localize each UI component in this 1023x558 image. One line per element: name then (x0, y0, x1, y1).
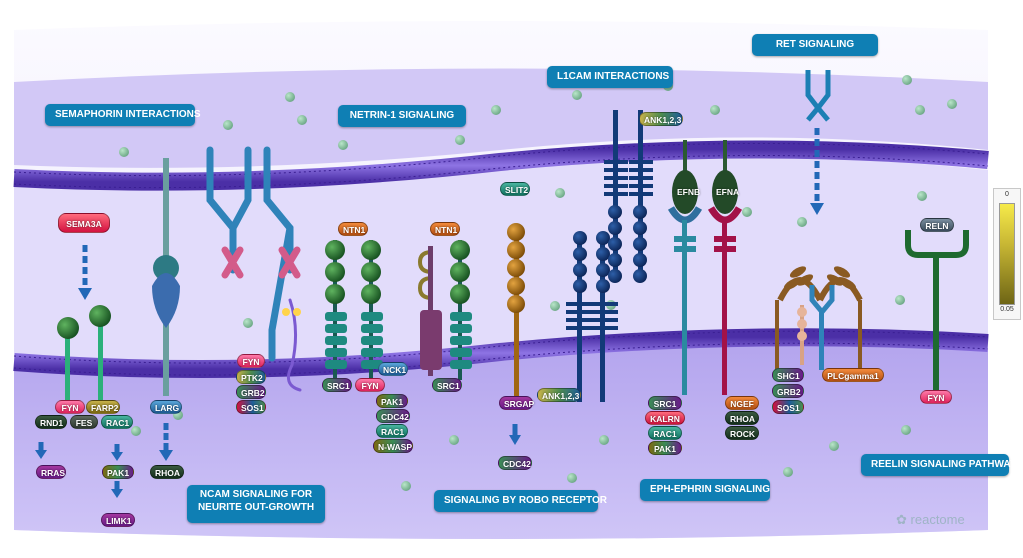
ret-complex[interactable] (775, 264, 863, 370)
epha-receptor[interactable] (707, 140, 743, 395)
gene-ntn1-a[interactable]: NTN1 (338, 222, 368, 236)
l1cam-receptor-upper-2[interactable] (629, 110, 653, 283)
plexin-receptor-2[interactable] (89, 305, 111, 400)
gene-sema3a[interactable]: SEMA3A (58, 213, 110, 233)
legend-top-value: 0 (1005, 191, 1009, 198)
gene-farp2[interactable]: FARP2 (86, 400, 120, 414)
legend-bottom-value: 0.05 (1000, 306, 1014, 313)
larg-receptor[interactable] (152, 158, 180, 396)
gene-ptk2[interactable]: PTK2 (236, 370, 266, 384)
reactome-logo-text: reactome (910, 512, 965, 527)
gene-ank-robo[interactable]: ANK1,2,3 (537, 388, 581, 402)
gene-nck1[interactable]: NCK1 (378, 362, 408, 376)
gene-grb2-ret[interactable]: GRB2 (772, 384, 804, 398)
robo-receptor[interactable] (507, 223, 525, 400)
gene-rhoa-eph[interactable]: RHOA (725, 411, 759, 425)
gene-slit2[interactable]: SLIT2 (500, 182, 530, 196)
gene-sos1-ncam[interactable]: SOS1 (236, 400, 266, 414)
pathway-label-netrin[interactable]: NETRIN-1 SIGNALING (338, 105, 466, 127)
gene-ank-l1cam[interactable]: ANK1,2,3 (639, 112, 683, 126)
ret-receptor-top[interactable] (805, 70, 831, 122)
gene-fyn-sema[interactable]: FYN (55, 400, 85, 414)
ephb-receptor[interactable] (667, 140, 703, 395)
gene-fyn-reelin[interactable]: FYN (920, 390, 952, 404)
gene-larg[interactable]: LARG (150, 400, 182, 414)
gene-limk1[interactable]: LIMK1 (101, 513, 135, 527)
gene-grb2-ncam[interactable]: GRB2 (236, 385, 266, 399)
gene-shc1[interactable]: SHC1 (772, 368, 804, 382)
gene-n-wasp[interactable]: N-WASP (373, 439, 413, 453)
gene-fyn-ncam[interactable]: FYN (237, 354, 265, 368)
gene-rhoa-larg[interactable]: RHOA (150, 465, 184, 479)
gene-pak1-eph[interactable]: PAK1 (648, 441, 682, 455)
gene-src1-eph[interactable]: SRC1 (648, 396, 682, 410)
gene-reln[interactable]: RELN (920, 218, 954, 232)
pathway-label-eph[interactable]: EPH-EPHRIN SIGNALING (640, 479, 770, 501)
gene-plcgamma1[interactable]: PLCgamma1 (822, 368, 884, 382)
gene-src1-a[interactable]: SRC1 (322, 378, 352, 392)
pathway-label-robo[interactable]: SIGNALING BY ROBO RECEPTOR (434, 490, 607, 512)
gene-efnb[interactable]: EFNB (677, 187, 701, 197)
l1cam-receptor-upper-1[interactable] (604, 110, 628, 283)
gene-ngef[interactable]: NGEF (725, 396, 759, 410)
gene-fes[interactable]: FES (70, 415, 98, 429)
gene-fyn-netrin[interactable]: FYN (355, 378, 385, 392)
legend-color-bar (999, 203, 1015, 305)
gene-pak1-netrin[interactable]: PAK1 (376, 394, 408, 408)
upper-extracellular-band (14, 68, 988, 168)
reelin-receptor[interactable] (905, 230, 969, 390)
l1cam-receptor-2[interactable] (590, 231, 618, 402)
gene-rnd1[interactable]: RND1 (35, 415, 67, 429)
dcc-receptor-1[interactable] (325, 240, 347, 380)
reactome-logo-icon: ✿ (896, 512, 907, 527)
pathway-label-ret[interactable]: RET SIGNALING (752, 34, 878, 56)
gene-sos1-ret[interactable]: SOS1 (772, 400, 804, 414)
gene-cdc42-robo[interactable]: CDC42 (498, 456, 532, 470)
gene-rac1-eph[interactable]: RAC1 (648, 426, 682, 440)
expression-legend: 0 0.05 (993, 188, 1021, 320)
ncam-receptor[interactable] (206, 146, 302, 392)
pathway-label-l1cam[interactable]: L1CAM INTERACTIONS (547, 66, 673, 88)
gene-rock[interactable]: ROCK (725, 426, 759, 440)
gene-cdc42-netrin[interactable]: CDC42 (376, 409, 410, 423)
signal-arrows (35, 128, 824, 498)
gene-srgap[interactable]: SRGAP (499, 396, 534, 410)
gene-efna[interactable]: EFNA (716, 187, 740, 197)
gene-src1-b[interactable]: SRC1 (432, 378, 462, 392)
plexin-receptor-1[interactable] (57, 317, 79, 400)
dcc-receptor-2[interactable] (361, 240, 383, 380)
unc5-receptor[interactable] (417, 240, 472, 380)
pathway-label-reelin[interactable]: REELIN SIGNALING PATHWAY (861, 454, 1016, 476)
reactome-logo: ✿ reactome (896, 512, 965, 528)
gene-ntn1-b[interactable]: NTN1 (430, 222, 460, 236)
gene-rras[interactable]: RRAS (36, 465, 66, 479)
gene-rac1-sema[interactable]: RAC1 (101, 415, 133, 429)
l1cam-receptor-1[interactable] (566, 231, 594, 402)
pathway-label-semaphorin[interactable]: SEMAPHORIN INTERACTIONS (45, 104, 201, 126)
gene-kalrn[interactable]: KALRN (645, 411, 685, 425)
gene-rac1-netrin[interactable]: RAC1 (376, 424, 408, 438)
pathway-label-ncam[interactable]: NCAM SIGNALING FOR NEURITE OUT-GROWTH (187, 485, 325, 523)
gene-pak1-sema[interactable]: PAK1 (102, 465, 134, 479)
